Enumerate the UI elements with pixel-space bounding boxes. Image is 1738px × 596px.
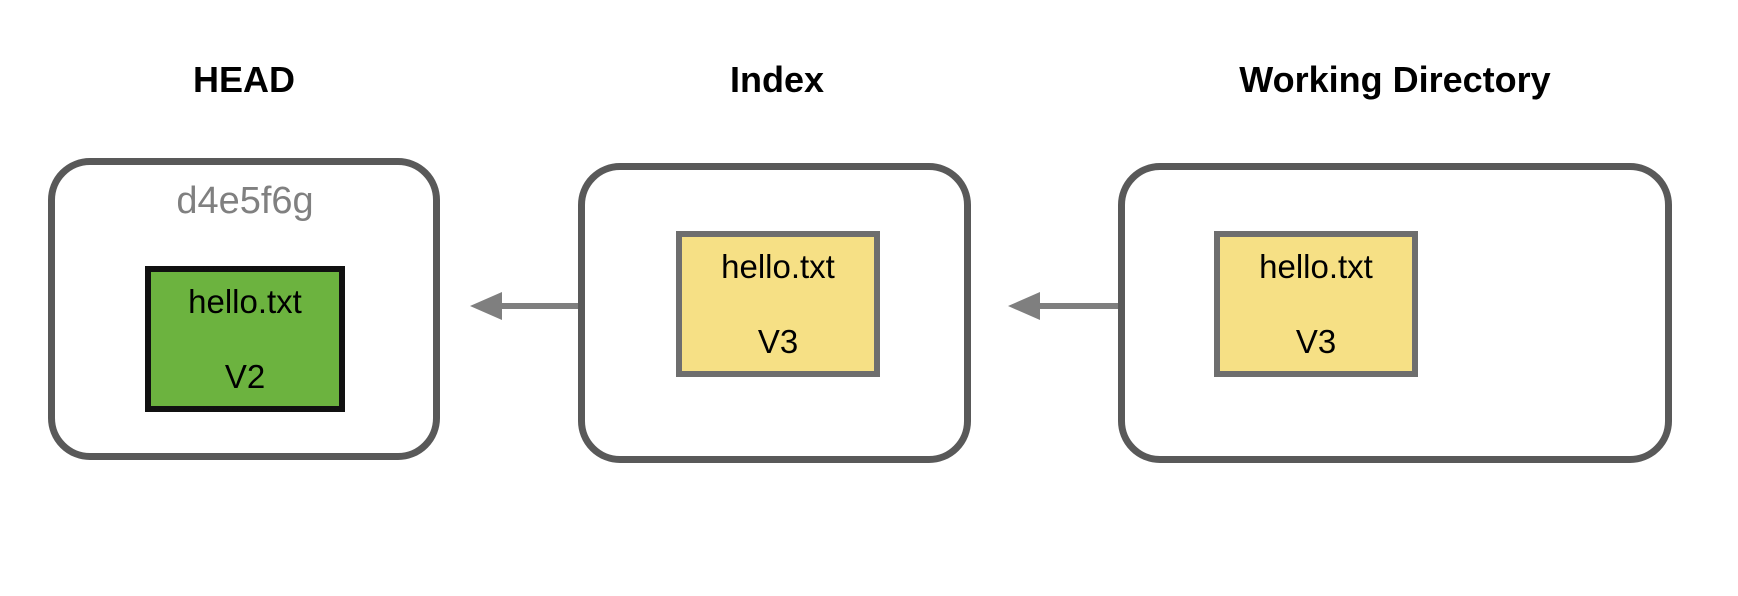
file-card-head: hello.txt V2 (145, 266, 345, 412)
file-card-index: hello.txt V3 (676, 231, 880, 377)
file-name-working-directory: hello.txt (1259, 248, 1373, 285)
file-name-index: hello.txt (721, 248, 835, 285)
file-version-working-directory: V3 (1295, 323, 1337, 360)
column-title-index: Index (729, 59, 825, 100)
file-card-working-directory: hello.txt V3 (1214, 231, 1418, 377)
file-card-working-directory-border (1214, 231, 1418, 377)
column-title-working-directory: Working Directory (1239, 59, 1551, 100)
arrow-working-directory-to-index (1000, 286, 1120, 326)
arrow-index-to-head (462, 286, 582, 326)
file-card-index-border (676, 231, 880, 377)
file-version-index: V3 (757, 323, 799, 360)
file-version-head: V2 (224, 358, 266, 395)
file-card-head-border (145, 266, 345, 412)
commit-hash-head: d4e5f6g (176, 180, 314, 222)
file-name-head: hello.txt (188, 283, 302, 320)
column-title-head: HEAD (192, 59, 295, 100)
